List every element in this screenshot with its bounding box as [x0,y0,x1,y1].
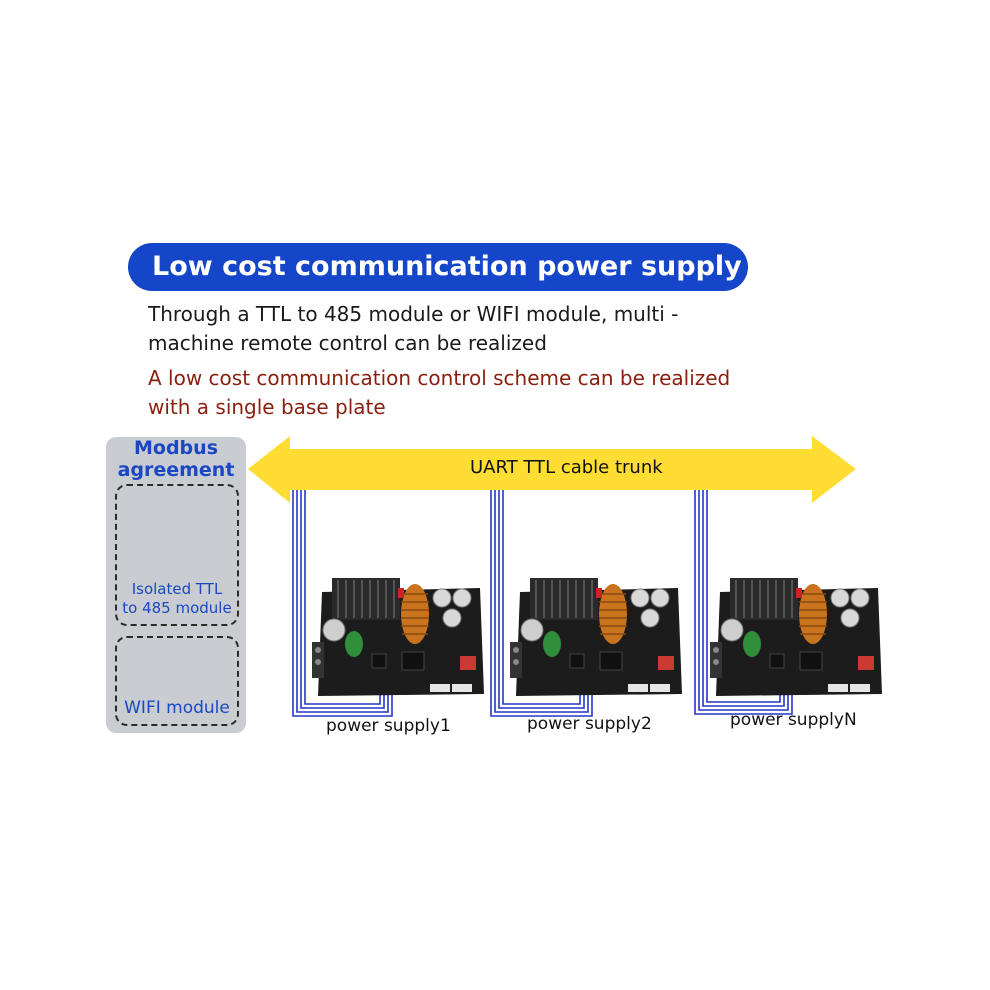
ttl-485-module-box: Isolated TTL to 485 module [115,484,239,626]
label-line: to 485 module [122,599,232,617]
modbus-title: Modbus agreement [106,437,246,481]
modbus-title-line: agreement [117,459,235,481]
description-secondary: A low cost communication control scheme … [148,364,808,422]
description-line: A low cost communication control scheme … [148,366,731,390]
page-title: Low cost communication power supply [152,251,742,282]
power-supply-label-1: power supply1 [326,716,451,736]
description-primary: Through a TTL to 485 module or WIFI modu… [148,300,808,358]
modbus-title-line: Modbus [134,437,218,459]
modbus-panel: Modbus agreement Isolated TTL to 485 mod… [106,437,246,733]
power-supply-board-2 [509,577,683,697]
wifi-module-label: WIFI module [124,698,230,718]
label-line: Isolated TTL [131,580,223,598]
power-supply-board-n [709,577,883,697]
trunk-arrow [248,436,856,503]
description-line: machine remote control can be realized [148,331,547,355]
power-supply-label-2: power supply2 [527,714,652,734]
title-banner: Low cost communication power supply [128,243,748,291]
trunk-label: UART TTL cable trunk [470,457,663,478]
power-supply-board-1 [311,577,485,697]
description-line: Through a TTL to 485 module or WIFI modu… [148,302,679,326]
wifi-module-box: WIFI module [115,636,239,726]
ttl-485-module-label: Isolated TTL to 485 module [117,580,237,618]
power-supply-label-n: power supplyN [730,710,857,730]
description-line: with a single base plate [148,395,386,419]
